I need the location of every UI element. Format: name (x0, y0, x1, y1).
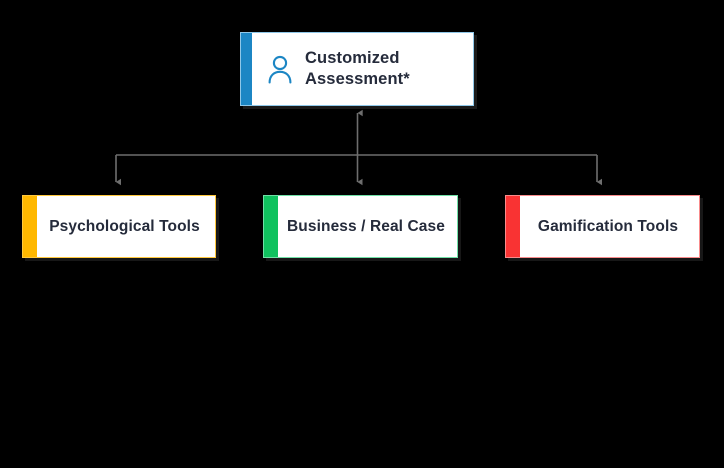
root-node-label-line1: Customized (305, 48, 400, 67)
accent-bar-red (506, 196, 520, 257)
node-customized-assessment[interactable]: Customized Assessment* (240, 32, 474, 106)
root-node-content: Customized Assessment* (241, 48, 410, 90)
node-gamification-tools[interactable]: Gamification Tools (505, 195, 700, 258)
root-node-label-line2: Assessment* (305, 70, 410, 88)
node-psychological-tools[interactable]: Psychological Tools (22, 195, 216, 258)
node-label: Psychological Tools (49, 217, 200, 235)
root-node-label: Customized Assessment* (305, 48, 410, 90)
node-business-real-case[interactable]: Business / Real Case (263, 195, 458, 258)
person-icon (268, 55, 292, 84)
node-label: Gamification Tools (537, 217, 679, 235)
accent-bar-blue (241, 33, 252, 105)
accent-bar-yellow (23, 196, 37, 257)
accent-bar-green (264, 196, 278, 257)
node-label: Business / Real Case (287, 217, 445, 235)
